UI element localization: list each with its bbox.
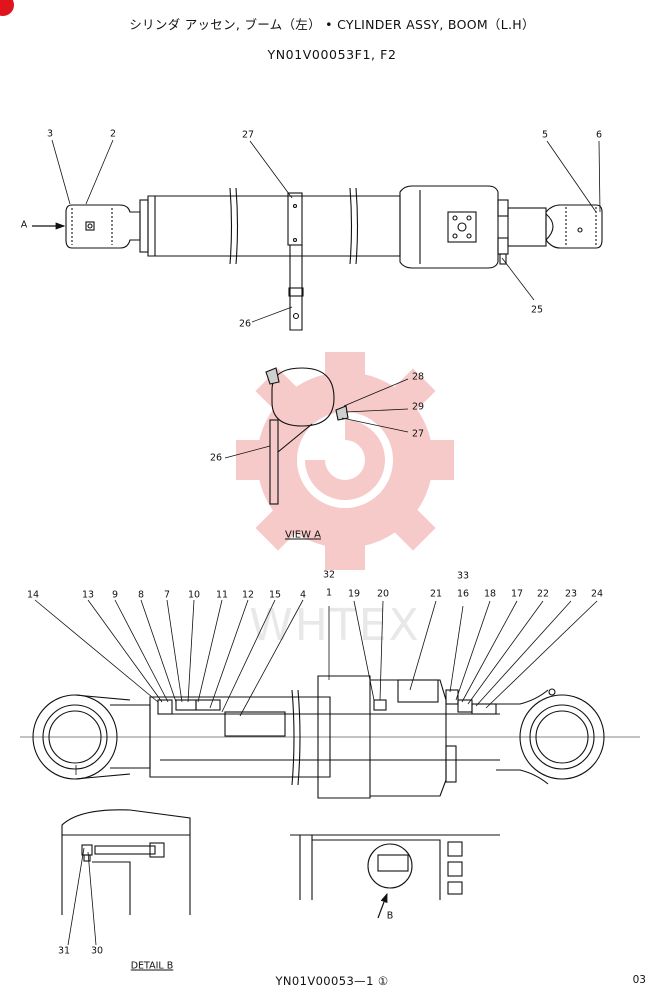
page-title: シリンダ アッセン, ブーム（左） • CYLINDER ASSY, BOOM（… <box>129 17 535 32</box>
callout-27: 27 <box>241 129 255 141</box>
callout-11: 11 <box>215 589 229 601</box>
callout-19: 19 <box>347 588 361 600</box>
callout-26-view-a: 26 <box>209 452 223 464</box>
callout-12: 12 <box>241 589 255 601</box>
footer-part-code: YN01V00053—1 ① <box>275 974 389 988</box>
callout-7: 7 <box>163 589 171 601</box>
callout-13: 13 <box>81 589 95 601</box>
arrow-a-label: A <box>20 219 28 231</box>
callout-28: 28 <box>411 371 425 383</box>
callout-15: 15 <box>268 589 282 601</box>
view-b-arrow <box>377 892 388 919</box>
callout-33: 33 <box>456 570 470 582</box>
callout-18: 18 <box>483 588 497 600</box>
callout-21: 21 <box>429 588 443 600</box>
callout-20: 20 <box>376 588 390 600</box>
callout-32: 32 <box>322 569 336 581</box>
callout-23: 23 <box>564 588 578 600</box>
callout-16: 16 <box>456 588 470 600</box>
view-a-label: VIEW A <box>284 529 322 541</box>
detail-b-leader-lines <box>67 847 97 946</box>
callout-3: 3 <box>46 128 54 140</box>
watermark-gear-icon <box>236 352 454 570</box>
page-number: 03 <box>632 974 646 986</box>
callout-31: 31 <box>57 945 71 957</box>
callout-4: 4 <box>299 589 307 601</box>
callout-27-view-a: 27 <box>411 428 425 440</box>
view-a-leader-lines <box>224 378 409 459</box>
detail-b-reference-view <box>290 834 500 900</box>
callout-30: 30 <box>90 945 104 957</box>
cylinder-top-view <box>65 185 603 331</box>
callout-1: 1 <box>325 587 333 599</box>
top-leader-lines <box>51 139 601 323</box>
model-number: YN01V00053F1, F2 <box>267 47 397 62</box>
corner-badge <box>0 0 14 16</box>
callout-14: 14 <box>26 589 40 601</box>
watermark-text: WHTEX <box>249 600 420 651</box>
callout-26-top: 26 <box>238 318 252 330</box>
detail-b-view <box>61 809 191 915</box>
arrow-b-label: B <box>386 910 394 922</box>
detail-b-label: DETAIL B <box>130 960 174 972</box>
callout-6: 6 <box>595 129 603 141</box>
callout-17: 17 <box>510 588 524 600</box>
callout-24: 24 <box>590 588 604 600</box>
callout-5: 5 <box>541 129 549 141</box>
callout-22: 22 <box>536 588 550 600</box>
callout-8: 8 <box>137 589 145 601</box>
callout-2: 2 <box>109 128 117 140</box>
callout-29: 29 <box>411 401 425 413</box>
section-leader-lines <box>34 599 598 717</box>
callout-10: 10 <box>187 589 201 601</box>
callout-9: 9 <box>111 589 119 601</box>
callout-25: 25 <box>530 304 544 316</box>
cylinder-section-view <box>20 675 640 799</box>
view-a-detail <box>265 367 349 505</box>
